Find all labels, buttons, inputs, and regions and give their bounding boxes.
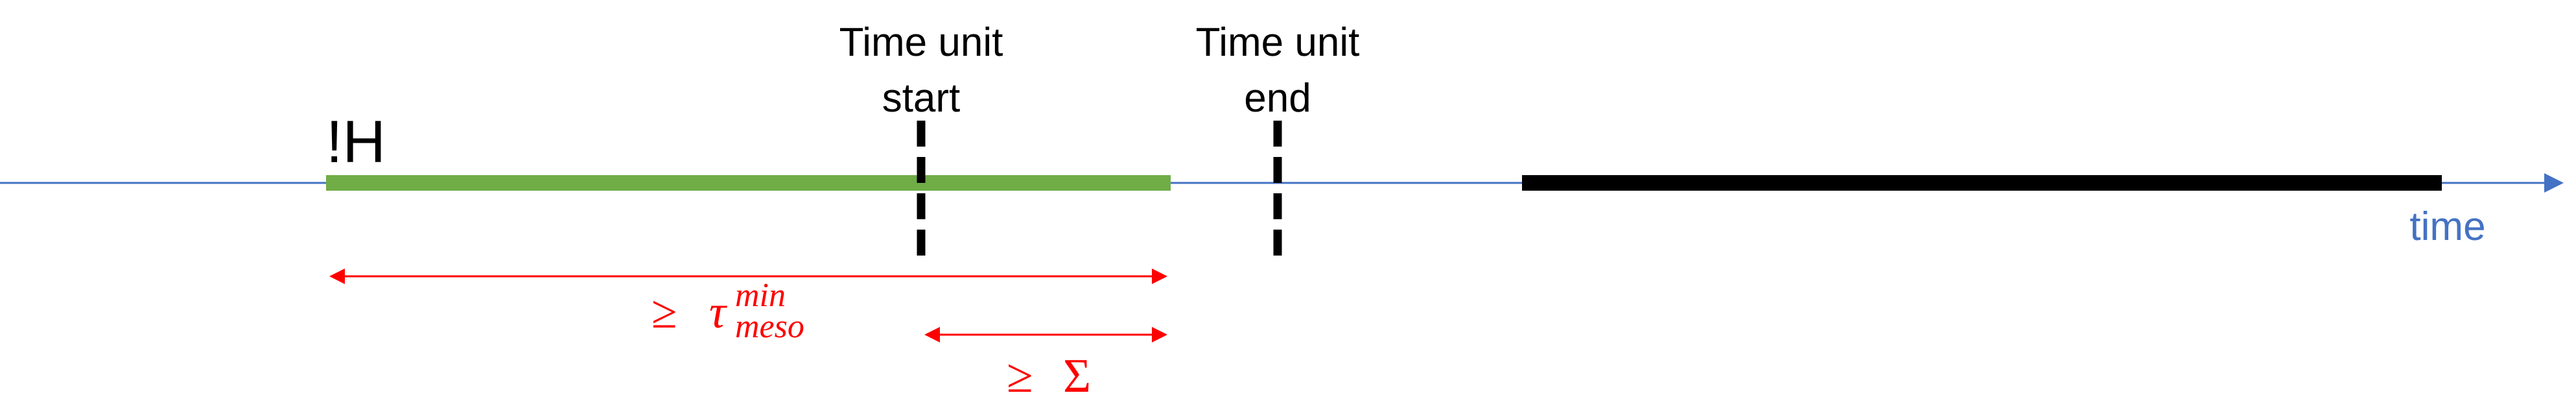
tau-relation: ≥ (651, 286, 677, 338)
time-unit-start-label-line2: start (882, 76, 961, 121)
sigma-relation: ≥ (1007, 350, 1033, 403)
tau-symbol: τ (709, 286, 727, 338)
h-marker-label: !H (326, 109, 386, 175)
time-unit-end-label-line2: end (1244, 76, 1311, 121)
sigma-symbol: Σ (1063, 350, 1091, 403)
axis-label: time (2409, 204, 2485, 249)
tau-annotation: ≥ τ min meso (651, 277, 804, 345)
tau-superscript: min (735, 277, 786, 314)
time-unit-start-label-line1: Time unit (839, 20, 1003, 65)
sigma-annotation: ≥ Σ (1007, 350, 1091, 403)
time-unit-end-label-line1: Time unit (1196, 20, 1360, 65)
tau-subscript: meso (735, 308, 804, 345)
